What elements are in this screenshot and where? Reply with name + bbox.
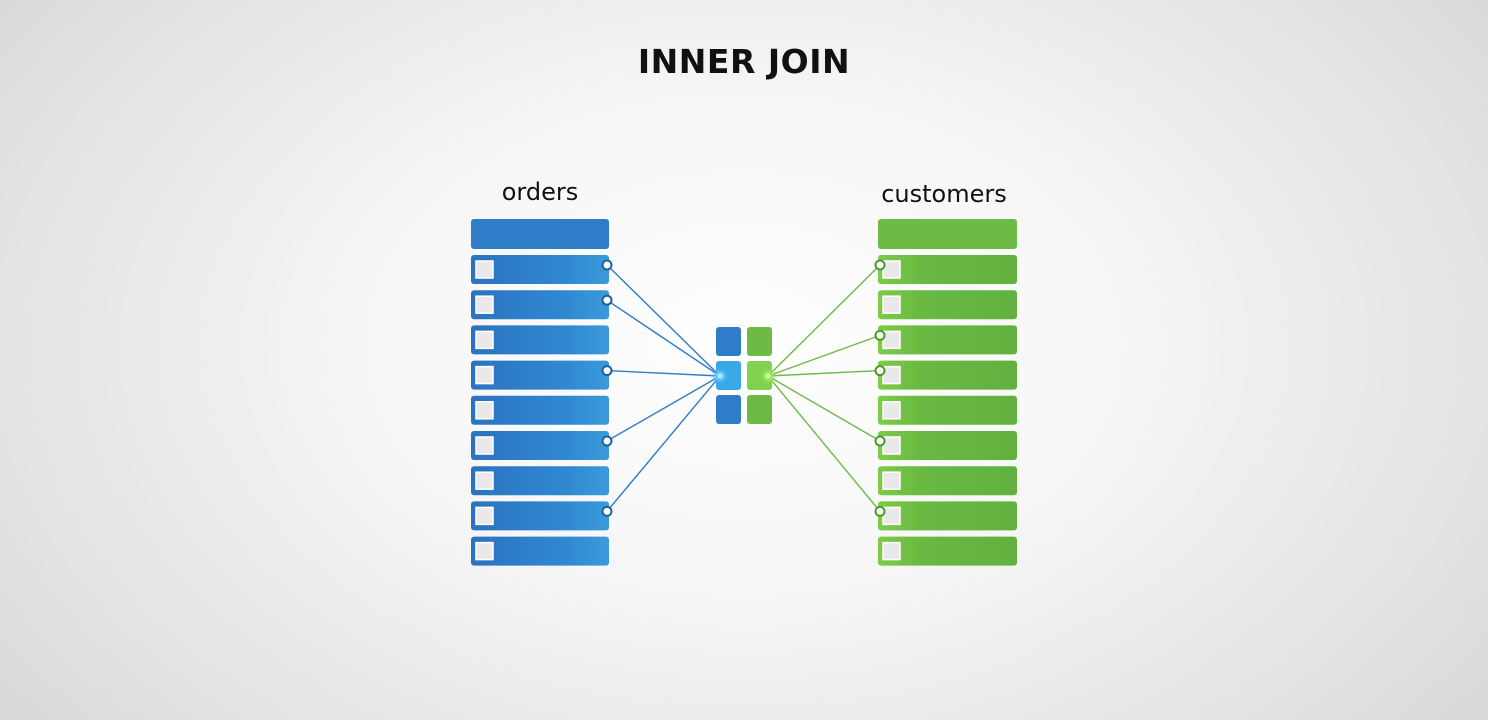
orders-row bbox=[471, 466, 609, 496]
white-square-icon bbox=[475, 436, 494, 455]
ring-node-icon bbox=[601, 435, 613, 447]
orders-join-line bbox=[606, 264, 721, 377]
customers-row-bar bbox=[878, 466, 1017, 496]
join-cell-blue bbox=[716, 395, 741, 424]
white-square-icon bbox=[882, 295, 901, 314]
white-square-icon bbox=[475, 330, 494, 350]
customers-row-bar bbox=[878, 290, 1017, 320]
orders-join-line bbox=[606, 369, 721, 377]
white-square-icon bbox=[882, 260, 901, 279]
customers-table bbox=[874, 219, 1017, 566]
customers-row bbox=[878, 290, 1017, 320]
customers-table-label: customers bbox=[881, 180, 1007, 208]
orders-row-bar bbox=[471, 360, 609, 390]
customers-row bbox=[878, 360, 1017, 390]
white-square-icon bbox=[475, 506, 494, 526]
white-square-icon bbox=[475, 541, 494, 561]
join-cell-blue bbox=[716, 327, 741, 356]
white-square-icon bbox=[882, 506, 901, 526]
customers-header bbox=[878, 219, 1017, 249]
customers-row-bar bbox=[878, 325, 1017, 355]
orders-row bbox=[471, 255, 609, 284]
orders-row-bar bbox=[471, 325, 609, 355]
customers-row bbox=[878, 255, 1017, 284]
orders-join-line bbox=[606, 299, 721, 377]
customers-join-line bbox=[767, 334, 881, 377]
orders-join-line bbox=[606, 375, 721, 512]
white-square-icon bbox=[882, 365, 901, 385]
ring-node-icon bbox=[874, 505, 886, 517]
orders-row bbox=[471, 395, 609, 425]
join-cell-green bbox=[747, 327, 772, 356]
ring-node-icon bbox=[601, 505, 613, 517]
customers-row bbox=[878, 501, 1017, 531]
customers-row bbox=[878, 536, 1017, 566]
orders-row bbox=[471, 360, 609, 390]
white-square-icon bbox=[882, 436, 901, 455]
ring-node-icon bbox=[874, 435, 886, 447]
orders-row bbox=[471, 290, 609, 320]
ring-node-icon bbox=[601, 259, 613, 271]
white-square-icon bbox=[475, 260, 494, 279]
customers-row-bar bbox=[878, 395, 1017, 425]
white-square-icon bbox=[882, 401, 901, 420]
orders-row-bar bbox=[471, 536, 609, 566]
orders-table-label: orders bbox=[501, 178, 579, 206]
join-glow-green bbox=[759, 367, 777, 385]
orders-row bbox=[471, 501, 609, 531]
customers-row bbox=[878, 325, 1017, 355]
white-square-icon bbox=[882, 541, 901, 561]
diagram-title: INNER JOIN bbox=[637, 42, 851, 81]
ring-node-icon bbox=[874, 365, 886, 377]
ring-node-icon bbox=[601, 294, 613, 306]
white-square-icon bbox=[475, 295, 494, 314]
white-square-icon bbox=[882, 330, 901, 350]
customers-row bbox=[878, 431, 1017, 460]
orders-header bbox=[471, 219, 609, 249]
ring-node-icon bbox=[601, 365, 613, 377]
ring-node-icon bbox=[874, 329, 886, 341]
orders-row bbox=[471, 431, 609, 460]
join-cell-green bbox=[747, 395, 772, 424]
white-square-icon bbox=[475, 365, 494, 385]
join-glow-blue bbox=[711, 367, 729, 385]
white-square-icon bbox=[475, 401, 494, 420]
orders-row-bar bbox=[471, 431, 609, 460]
white-square-icon bbox=[475, 471, 494, 490]
customers-join-line bbox=[767, 375, 881, 512]
customers-row-bar bbox=[878, 431, 1017, 460]
join-result bbox=[711, 327, 777, 424]
customers-join-line bbox=[767, 369, 881, 377]
customers-row bbox=[878, 466, 1017, 496]
customers-row-bar bbox=[878, 255, 1017, 284]
orders-row-bar bbox=[471, 466, 609, 496]
ring-node-icon bbox=[874, 259, 886, 271]
white-square-icon bbox=[882, 471, 901, 490]
customers-join-line bbox=[767, 375, 881, 442]
customers-row-bar bbox=[878, 360, 1017, 390]
customers-row bbox=[878, 395, 1017, 425]
customers-join-line bbox=[767, 264, 881, 377]
orders-table bbox=[471, 219, 613, 566]
join-lines bbox=[606, 264, 881, 512]
orders-row-bar bbox=[471, 255, 609, 284]
orders-row bbox=[471, 325, 609, 355]
customers-row-bar bbox=[878, 501, 1017, 531]
orders-row bbox=[471, 536, 609, 566]
orders-row-bar bbox=[471, 501, 609, 531]
customers-row-bar bbox=[878, 536, 1017, 566]
orders-row-bar bbox=[471, 395, 609, 425]
orders-join-line bbox=[606, 375, 721, 442]
orders-row-bar bbox=[471, 290, 609, 320]
